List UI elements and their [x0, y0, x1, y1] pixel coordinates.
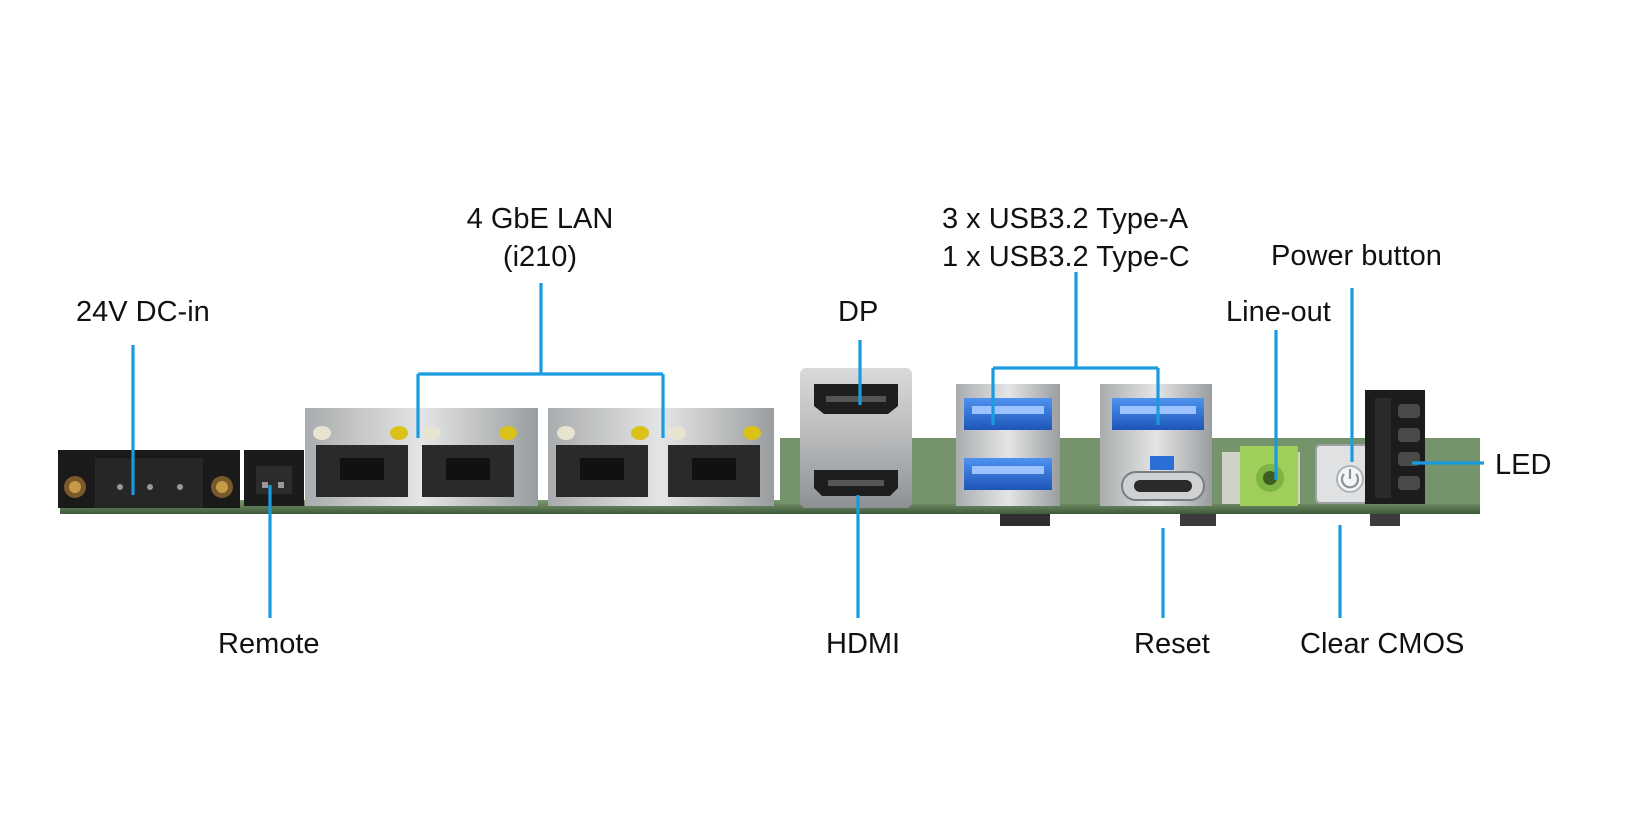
label-dc-in: 24V DC-in: [76, 296, 210, 328]
leader-lines: [131, 272, 1484, 618]
dc-in-terminal: [58, 450, 240, 508]
label-usb-line2: 1 x USB3.2 Type-C: [942, 241, 1190, 273]
label-remote: Remote: [218, 628, 320, 660]
label-lan-line2: (i210): [502, 241, 578, 273]
dp-hdmi-stack: [800, 368, 912, 508]
label-usb-line1: 3 x USB3.2 Type-A: [942, 203, 1189, 235]
label-reset: Reset: [1134, 628, 1210, 660]
line-out-jack: [1222, 446, 1300, 506]
label-usb: 3 x USB3.2 Type-A 1 x USB3.2 Type-C: [942, 200, 1190, 276]
leader-usb: [991, 272, 1160, 425]
label-led: LED: [1495, 449, 1552, 481]
usb-stack-right: [1100, 384, 1212, 506]
lan-ports: [305, 408, 774, 506]
led-block: [1365, 390, 1425, 504]
remote-connector: [244, 450, 304, 506]
label-line-out: Line-out: [1226, 296, 1331, 328]
label-power-button: Power button: [1271, 240, 1442, 272]
label-lan-line1: 4 GbE LAN: [466, 203, 614, 235]
label-lan: 4 GbE LAN (i210): [440, 200, 640, 276]
label-clear-cmos: Clear CMOS: [1300, 628, 1465, 660]
power-symbol-icon: [1340, 469, 1360, 489]
leader-lan: [416, 283, 665, 438]
label-dp: DP: [838, 296, 879, 328]
power-button-part: [1315, 444, 1369, 504]
label-hdmi: HDMI: [826, 628, 901, 660]
usb-stack-left: [956, 384, 1060, 506]
